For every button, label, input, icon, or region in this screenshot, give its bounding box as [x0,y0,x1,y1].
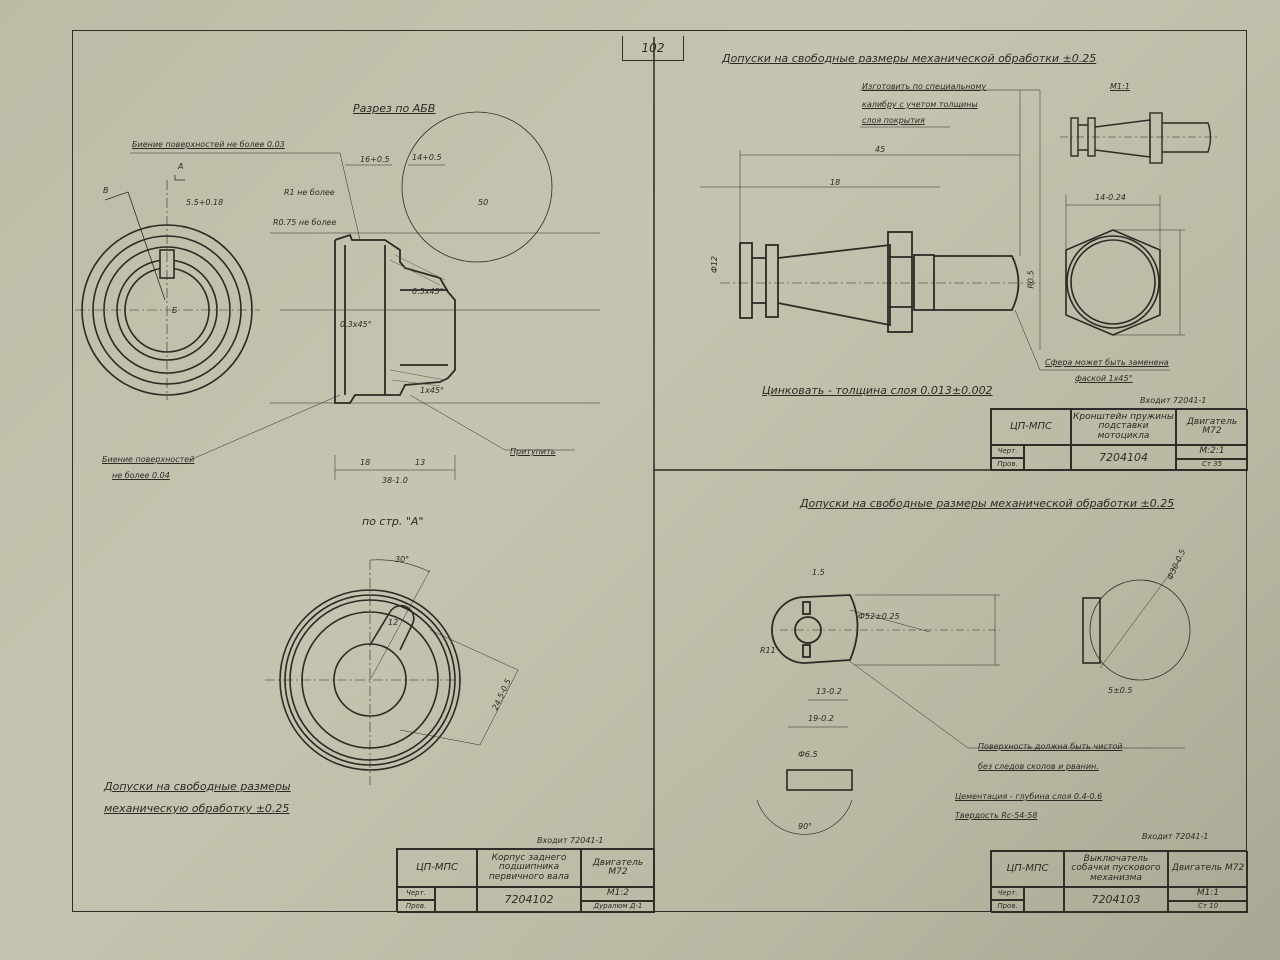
dim-13: 13 [415,458,426,467]
dim-d52: Ф52±0.25 [858,612,900,621]
enters-note-2: Входит 72041-1 [1140,396,1207,405]
dim-45: 45 [875,145,886,154]
enters-note-3: Входит 72041-1 [1142,832,1209,841]
dim-18-pin: 18 [830,178,841,187]
tb3-checked: Пров. [991,900,1024,913]
tb2-drawing-no: 7204104 [1071,445,1176,471]
note-surface-2: без следов сколов и рванин. [978,762,1099,771]
dim-38: 38-1.0 [382,476,408,485]
dim-1-5: 1.5 [812,568,825,577]
tb1-org: ЦП-МПС [397,849,477,887]
note-calibre-1: Изготовить по специальному [862,82,987,91]
dim-r11: R11 [760,646,776,655]
note-hardness: Твердость Rc-54-58 [955,811,1038,820]
small-section [786,769,853,791]
dim-16: 16+0.5 [360,155,390,164]
detail-circle [401,111,553,263]
note-zinc: Цинковать - толщина слоя 0.013±0.002 [762,384,993,397]
tb1-signature [435,887,477,913]
tb1-part-name: Корпус заднего подшипника первичного вал… [477,849,581,887]
tb2-org: ЦП-МПС [991,409,1071,445]
tb3-scale: М1:1 [1168,887,1248,901]
note-runout-2b: не более 0.04 [112,471,170,480]
tb2-checked: Пров. [991,458,1024,471]
dim-14-024: 14-0.24 [1095,193,1126,202]
tb1-drawing-no: 7204102 [477,887,581,913]
tb3-drawing-no: 7204103 [1064,887,1168,913]
tb2-part-name: Кронштейн пружины подставки мотоцикла [1071,409,1176,445]
tb3-material: Ст 10 [1168,901,1248,913]
tb3-org: ЦП-МПС [991,851,1064,887]
tb1-product: Двигатель М72 [581,849,655,887]
note-blunt: Притупить [510,447,556,456]
small-pin-view [1070,112,1212,164]
dim-d12: Ф12 [710,255,720,274]
enters-note-1: Входит 72041-1 [537,836,604,845]
dim-18: 18 [360,458,371,467]
label-v: В [103,186,109,195]
dim-30deg: 30° [395,555,410,564]
cutter-view [1082,579,1191,681]
title-block-1: ЦП-МПС Корпус заднего подшипника первичн… [396,848,655,913]
dim-d6-5: Ф6.5 [798,750,818,759]
tb3-part-name: Выключатель собачки пускового механизма [1064,851,1168,887]
section-title: Разрез по АБВ [353,102,436,115]
view-a-title: по стр. "А" [362,515,424,528]
drawing-frame [72,30,1247,912]
dim-14: 14+0.5 [412,153,442,162]
note-calibre-2: калибру с учетом толщины [862,100,978,109]
note-surface-1: Поверхность должна быть чистой [978,742,1123,751]
tolerance-note-2: механическую обработку ±0.25 [104,802,290,815]
dim-5-05: 5±0.5 [1108,686,1133,695]
dim-5-5: 5.5+0.18 [186,198,224,207]
note-r1: R1 не более [284,188,335,197]
section-view [334,233,456,404]
note-runout-1: Биение поверхностей не более 0.03 [132,140,285,149]
tb2-product: Двигатель М72 [1176,409,1248,445]
dim-chamfer-05: 0.5х45° [412,287,444,296]
page-number: 102 [622,36,684,61]
dim-50: 50 [478,198,489,207]
tb2-scale: М:2:1 [1176,445,1248,459]
tb1-checked: Пров. [397,900,435,913]
note-cement: Цементация - глубина слоя 0.4-0.6 [955,792,1103,801]
tolerance-note-3: Допуски на свободные размеры механическо… [800,497,1175,510]
tb2-material: Ст 35 [1176,459,1248,471]
tb1-scale: М1:2 [581,887,655,901]
tb2-drawn: Черт. [991,445,1024,458]
tb3-signature [1024,887,1064,913]
dim-chamfer-1: 1х45° [420,386,445,395]
dim-90deg: 90° [798,822,813,831]
small-view-scale: М1:1 [1110,82,1130,91]
tb3-drawn: Черт. [991,887,1024,900]
dim-m8: R0.5 [1026,270,1036,289]
dim-13-02: 13-0.2 [816,687,842,696]
tb1-drawn: Черт. [397,887,435,900]
note-r075: R0.75 не более [273,218,337,227]
tolerance-note-1: Допуски на свободные размеры [104,780,291,793]
tb3-product: Двигатель М72 [1168,851,1248,887]
label-b: Б [172,306,178,315]
note-calibre-3: слоя покрытия [862,116,925,125]
dim-12: 12 [388,618,399,627]
title-block-3: ЦП-МПС Выключатель собачки пускового мех… [990,850,1248,913]
lever-part [771,594,859,664]
tolerance-note-2-top: Допуски на свободные размеры механическо… [722,52,1097,65]
hex-view [1065,229,1161,336]
title-block-2: ЦП-МПС Кронштейн пружины подставки мотоц… [990,408,1248,471]
label-a: А [178,162,184,171]
pin-part [739,231,1020,333]
tb1-material: Дуралюм Д-1 [581,901,655,913]
note-runout-2a: Биение поверхностей [102,455,195,464]
note-sphere-1: Сфера может быть заменена [1045,358,1169,367]
note-sphere-2: фаской 1х45° [1075,374,1133,383]
dim-chamfer-03: 0.3х45° [340,320,372,329]
tb2-signature [1024,445,1071,471]
dim-19-02: 19-0.2 [808,714,834,723]
